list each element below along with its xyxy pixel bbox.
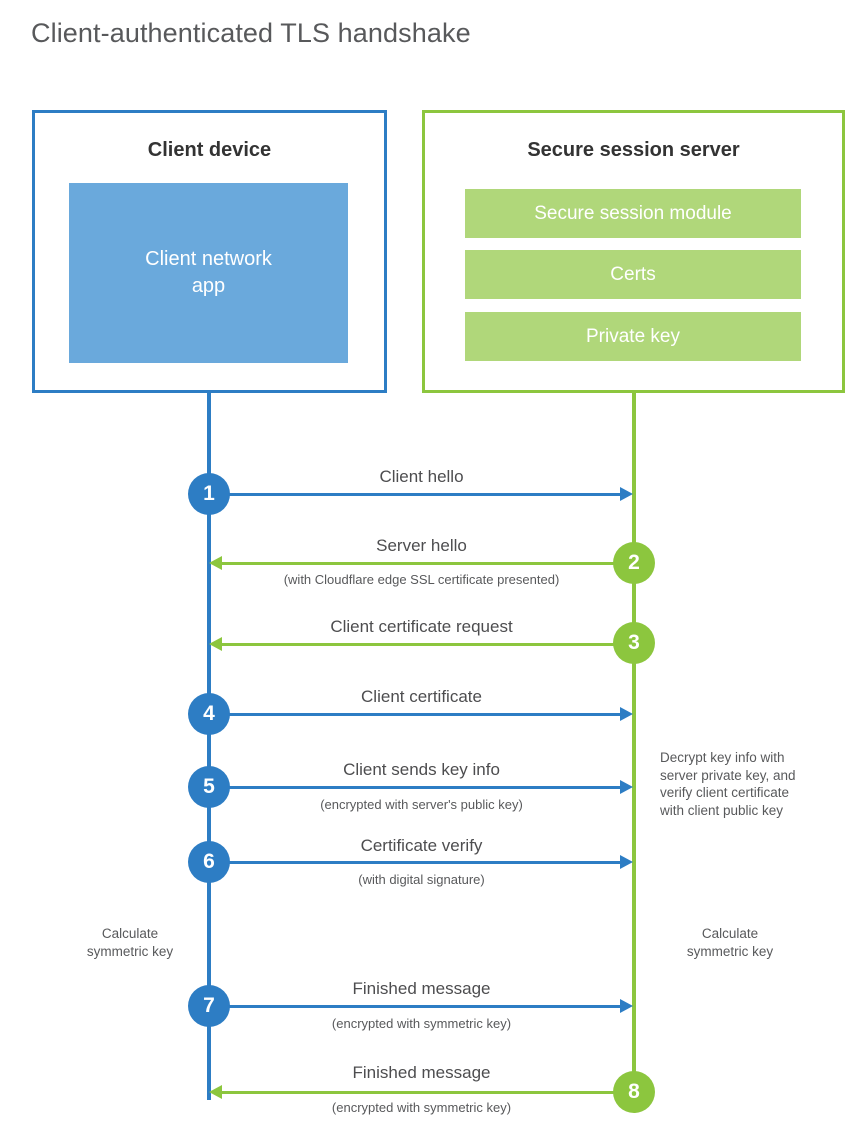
step-4-arrow-line bbox=[209, 713, 621, 716]
server-component-private-key: Private key bbox=[465, 312, 801, 361]
step-2-circle[interactable]: 2 bbox=[613, 542, 655, 584]
step-6-arrow-head bbox=[620, 855, 633, 869]
step-5-arrow-head bbox=[620, 780, 633, 794]
step-7-circle[interactable]: 7 bbox=[188, 985, 230, 1027]
server-component-label: Certs bbox=[610, 263, 656, 285]
server-lifeline bbox=[632, 390, 636, 1093]
step-2-arrow-head bbox=[209, 556, 222, 570]
step-8-sublabel: (encrypted with symmetric key) bbox=[331, 1100, 512, 1115]
client-network-app-label: Client network app bbox=[145, 248, 272, 297]
step-3-arrow-line bbox=[222, 643, 634, 646]
server-calculate-symmetric-key-note: Calculate symmetric key bbox=[686, 926, 774, 959]
step-1-label: Client hello bbox=[379, 467, 464, 486]
step-8-circle[interactable]: 8 bbox=[613, 1071, 655, 1113]
server-component-certs: Certs bbox=[465, 250, 801, 299]
step-8-arrow-line bbox=[222, 1091, 634, 1094]
step-6-sublabel: (with digital signature) bbox=[358, 872, 485, 887]
step-7-arrow-line bbox=[209, 1005, 621, 1008]
step-3-label: Client certificate request bbox=[330, 617, 513, 636]
step-5-sublabel: (encrypted with server's public key) bbox=[320, 797, 523, 812]
step-6-label: Certificate verify bbox=[360, 836, 483, 855]
client-network-app-block: Client network app bbox=[69, 183, 348, 363]
step-8-label: Finished message bbox=[352, 1063, 491, 1082]
step-1-arrow-line bbox=[209, 493, 621, 496]
client-device-title: Client device bbox=[147, 139, 272, 161]
step-4-label: Client certificate bbox=[361, 687, 482, 706]
step-8-arrow-head bbox=[209, 1085, 222, 1099]
step-5-arrow-line bbox=[209, 786, 621, 789]
secure-session-server-box: Secure session server Secure session mod… bbox=[422, 110, 845, 393]
client-lifeline bbox=[207, 390, 211, 1100]
step-4-arrow-head bbox=[620, 707, 633, 721]
step-3-arrow-head bbox=[209, 637, 222, 651]
step-6-circle[interactable]: 6 bbox=[188, 841, 230, 883]
step-1-circle[interactable]: 1 bbox=[188, 473, 230, 515]
client-device-box: Client device Client network app bbox=[32, 110, 387, 393]
step-2-arrow-line bbox=[222, 562, 634, 565]
step-4-circle[interactable]: 4 bbox=[188, 693, 230, 735]
step-1-arrow-head bbox=[620, 487, 633, 501]
step-7-arrow-head bbox=[620, 999, 633, 1013]
step-2-sublabel: (with Cloudflare edge SSL certificate pr… bbox=[283, 572, 560, 587]
page-title: Client-authenticated TLS handshake bbox=[31, 18, 471, 48]
secure-session-server-title: Secure session server bbox=[527, 139, 740, 161]
step-5-circle[interactable]: 5 bbox=[188, 766, 230, 808]
server-component-label: Secure session module bbox=[534, 202, 732, 224]
step-2-label: Server hello bbox=[376, 536, 467, 555]
server-decrypt-annotation: Decrypt key info with server private key… bbox=[660, 750, 796, 818]
server-component-label: Private key bbox=[586, 325, 680, 347]
server-component-secure-session-module: Secure session module bbox=[465, 189, 801, 238]
step-5-label: Client sends key info bbox=[343, 760, 500, 779]
step-6-arrow-line bbox=[209, 861, 621, 864]
step-7-sublabel: (encrypted with symmetric key) bbox=[331, 1016, 512, 1031]
step-3-circle[interactable]: 3 bbox=[613, 622, 655, 664]
client-calculate-symmetric-key-note: Calculate symmetric key bbox=[86, 926, 174, 959]
step-7-label: Finished message bbox=[352, 979, 491, 998]
